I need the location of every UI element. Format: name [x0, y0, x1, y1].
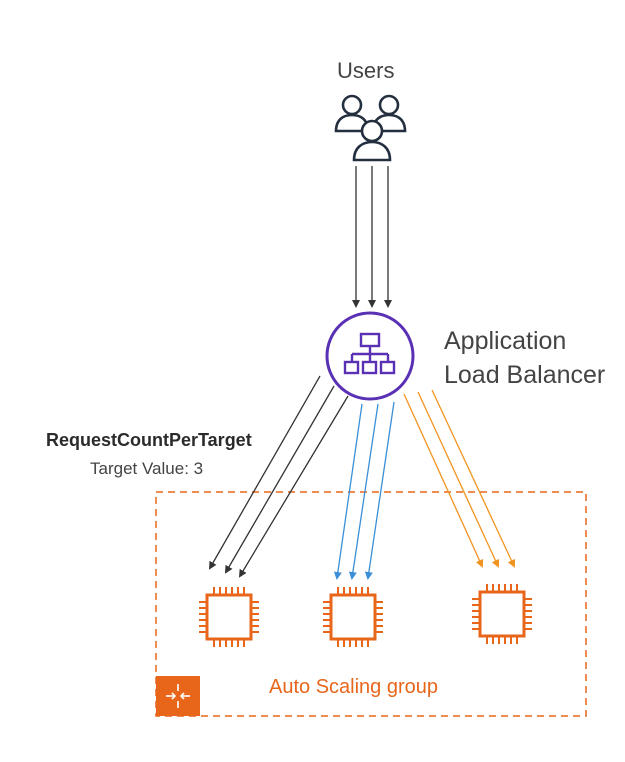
load-balancer-label-line2: Load Balancer [444, 361, 606, 389]
auto-scaling-group-label: Auto Scaling group [269, 676, 439, 698]
arrows-to-instance-1 [209, 375, 349, 578]
instance-1-icon [197, 585, 261, 649]
instance-2-icon [321, 585, 385, 649]
user-arrows [352, 166, 392, 308]
arrows-to-instance-2 [333, 401, 395, 580]
load-balancer-label: Application Load Balancer [444, 324, 605, 392]
auto-scaling-group-icon [156, 676, 200, 716]
users-icon [334, 94, 407, 162]
users-label: Users [337, 58, 395, 83]
arrows-to-instance-3 [403, 389, 516, 568]
load-balancer-label-line1: Application [444, 327, 567, 355]
scaling-metric-name: RequestCountPerTarget [46, 430, 252, 450]
load-balancer-icon [325, 311, 415, 401]
auto-scaling-group-box [155, 491, 587, 717]
scaling-target-value: Target Value: 3 [90, 459, 204, 478]
instance-3-icon [470, 582, 534, 646]
